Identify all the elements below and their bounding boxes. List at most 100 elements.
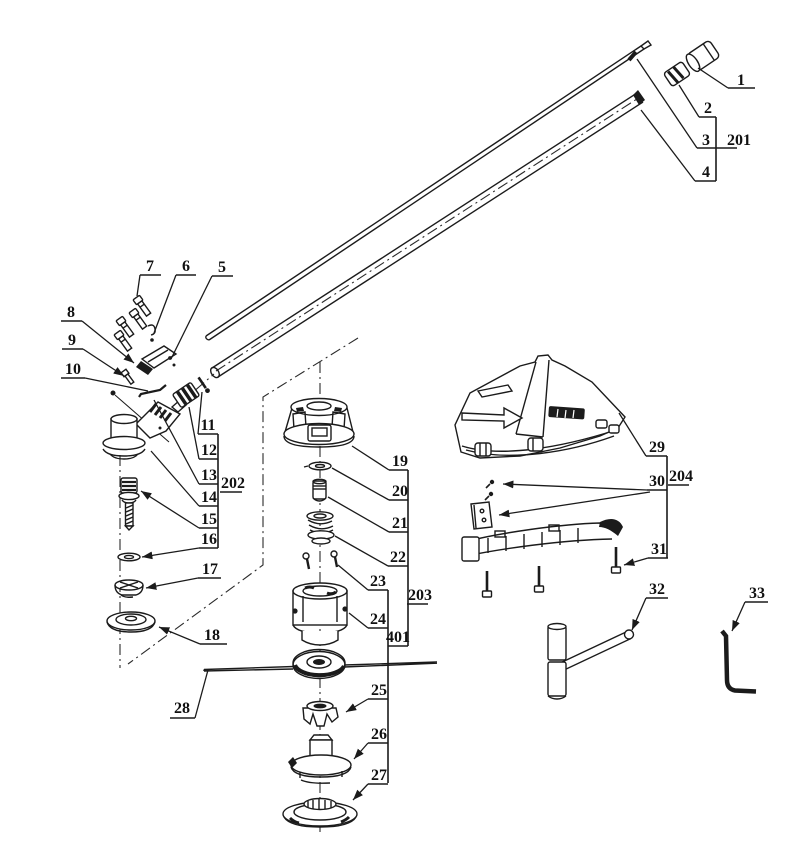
- leader-25: [345, 698, 369, 713]
- leader-22: [334, 535, 389, 567]
- tools: [547, 622, 757, 700]
- leader-29: [618, 412, 647, 457]
- part-13-gear-head: [102, 399, 188, 460]
- underlines-32-33: [646, 597, 768, 603]
- leader-30b: [498, 491, 651, 518]
- leader-14: [150, 450, 200, 507]
- leader-28: [194, 669, 209, 719]
- group-label-204: 204: [669, 468, 693, 485]
- shaft-assembly: [205, 40, 720, 379]
- part-label-29: 29: [649, 439, 665, 456]
- part-label-11: 11: [200, 417, 215, 434]
- leader-31: [623, 557, 649, 566]
- part-22-spring: [306, 511, 335, 545]
- leader-1: [697, 67, 729, 89]
- part-label-4: 4: [702, 164, 710, 181]
- leader-13: [153, 399, 200, 485]
- bracket-401-and-25-27: [368, 589, 408, 785]
- part-29-guard-shield: [454, 354, 626, 459]
- group-label-201: 201: [727, 132, 751, 149]
- leader-21: [327, 496, 390, 533]
- part-15-arbor-shaft: [118, 477, 140, 532]
- brand-logo: [548, 406, 585, 420]
- leader-2: [678, 84, 700, 118]
- bracket-201: [695, 87, 755, 182]
- part-27-lower-cap: [282, 797, 358, 828]
- part-label-2: 2: [704, 100, 712, 117]
- part-label-20: 20: [392, 483, 408, 500]
- part-12-square-coupler: [172, 382, 200, 408]
- part-24-spool-housing: [292, 582, 348, 646]
- bracket-203: [388, 469, 428, 646]
- part-label-22: 22: [390, 549, 406, 566]
- part-1-end-cap: [685, 40, 720, 73]
- leader-3: [636, 58, 698, 149]
- extension-bolts: [481, 547, 622, 598]
- part-10-locking-pin: [138, 384, 167, 398]
- group-label-202: 202: [221, 475, 245, 492]
- part-17-flange-nut: [114, 579, 144, 598]
- part-9-set-screw: [120, 368, 135, 386]
- part-11-drive-pin: [197, 376, 210, 394]
- part-label-25: 25: [371, 682, 387, 699]
- part-label-26: 26: [371, 726, 387, 743]
- part-label-6: 6: [182, 258, 190, 275]
- part-6-lock-tab: [147, 324, 156, 342]
- leader-8: [81, 320, 135, 364]
- leader-32: [631, 597, 647, 631]
- part-label-32: 32: [649, 581, 665, 598]
- part-label-1: 1: [737, 72, 745, 89]
- part-18-blade-holder-cup: [106, 611, 156, 633]
- part-30-guard-screws: [470, 479, 495, 530]
- part-23-screws: [302, 550, 339, 570]
- part-28-cutting-blade: [203, 648, 438, 680]
- part-label-28: 28: [174, 700, 190, 717]
- gearhead-assembly: [102, 294, 210, 633]
- part-21-bolt: [312, 478, 327, 502]
- part-label-24: 24: [370, 611, 386, 628]
- leader-5: [170, 275, 213, 360]
- underlines-5-10: [61, 274, 233, 379]
- leader-26: [353, 742, 369, 760]
- leader-27: [352, 783, 369, 801]
- bracket-204: [646, 455, 689, 559]
- part-label-14: 14: [201, 489, 217, 506]
- trimmer-head-assembly: [283, 397, 355, 646]
- part-label-15: 15: [201, 511, 217, 528]
- part-16-washer: [117, 552, 141, 562]
- leader-17: [145, 577, 199, 590]
- part-label-5: 5: [218, 259, 226, 276]
- callouts: 1 2 3 201 4 7 6 5 8 9 10 11 12 13 202 14…: [61, 58, 768, 801]
- part-19-head-housing: [283, 397, 355, 448]
- part-4-outer-tube: [209, 90, 645, 379]
- part-label-3: 3: [702, 132, 710, 149]
- leader-15: [140, 490, 200, 529]
- leader-9: [82, 348, 125, 377]
- leader-6: [153, 274, 177, 334]
- leader-18: [158, 626, 201, 645]
- bracket-202: [198, 433, 242, 549]
- leader-30a: [502, 480, 648, 491]
- leader-16: [141, 547, 200, 560]
- leader-19: [351, 445, 390, 471]
- part-25-drive-dog-washer: [302, 700, 339, 727]
- part-8-shaft-clamp: [136, 345, 178, 375]
- part-label-23: 23: [370, 573, 386, 590]
- part-7-clamp-bolts: [113, 294, 152, 353]
- part-label-8: 8: [67, 304, 75, 321]
- part-label-13: 13: [201, 467, 217, 484]
- leader-4: [640, 109, 696, 182]
- part-20-washer: [303, 461, 332, 471]
- part-label-7: 7: [146, 258, 154, 275]
- group-label-203: 203: [408, 587, 432, 604]
- leader-20: [331, 467, 390, 501]
- leader-33: [731, 601, 746, 632]
- part-label-27: 27: [371, 767, 387, 784]
- part-3-drive-shaft: [205, 40, 653, 341]
- part-31-guard-extension: [461, 519, 623, 598]
- leader-12: [188, 406, 200, 460]
- leader-23: [337, 564, 369, 591]
- part-label-16: 16: [201, 531, 217, 548]
- part-label-9: 9: [68, 332, 76, 349]
